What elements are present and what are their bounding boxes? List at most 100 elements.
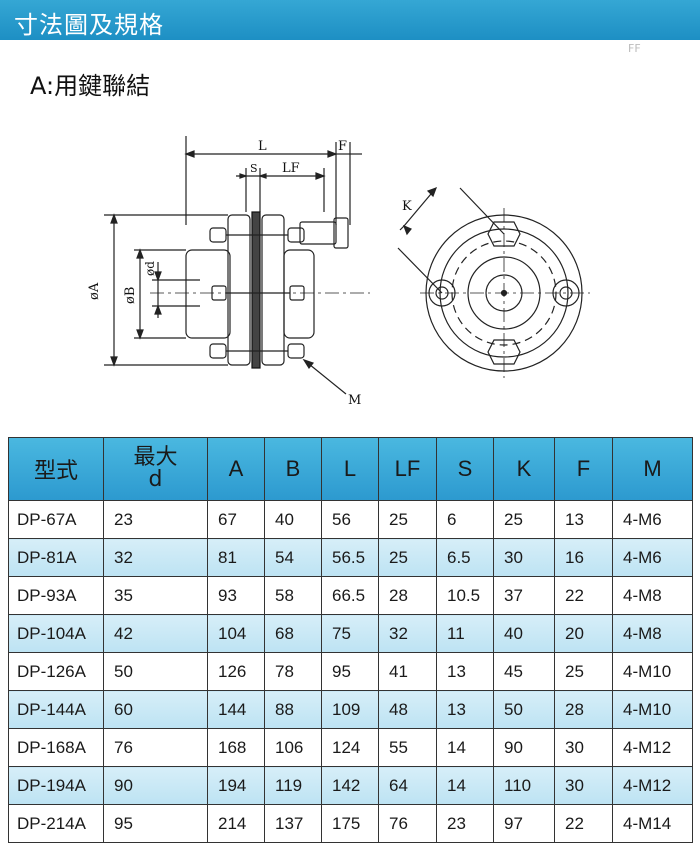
cell-B: 58	[264, 576, 322, 615]
cell-max-d: 60	[103, 690, 208, 729]
cell-B: 106	[264, 728, 322, 767]
cell-S: 6	[436, 500, 494, 539]
corner-mark: FF	[628, 42, 641, 55]
section-title: A:用鍵聯結	[30, 72, 151, 100]
cell-model: DP-144A	[8, 690, 104, 729]
col-header-M: M	[612, 437, 693, 501]
cell-A: 93	[207, 576, 265, 615]
dim-label-K: K	[402, 199, 412, 214]
cell-M: 4-M8	[612, 576, 693, 615]
cell-K: 110	[493, 766, 555, 805]
cell-max-d: 42	[103, 614, 208, 653]
dim-label-phid: ød	[143, 261, 157, 276]
cell-S: 13	[436, 652, 494, 691]
dim-label-F: F	[338, 139, 347, 154]
cell-LF: 25	[378, 538, 437, 577]
cell-L: 142	[321, 766, 379, 805]
cell-F: 25	[554, 652, 613, 691]
cell-F: 20	[554, 614, 613, 653]
page-title: 寸法圖及規格	[14, 11, 164, 39]
col-header-L: L	[321, 437, 379, 501]
col-header-F: F	[554, 437, 613, 501]
cell-M: 4-M6	[612, 500, 693, 539]
cell-K: 50	[493, 690, 555, 729]
cell-B: 137	[264, 804, 322, 843]
cell-F: 13	[554, 500, 613, 539]
dim-label-M: M	[348, 393, 361, 408]
col-header-K: K	[493, 437, 555, 501]
cell-B: 40	[264, 500, 322, 539]
cell-L: 95	[321, 652, 379, 691]
cell-S: 10.5	[436, 576, 494, 615]
dim-label-phiA: øA	[87, 282, 102, 300]
cell-A: 81	[207, 538, 265, 577]
cell-LF: 32	[378, 614, 437, 653]
cell-LF: 64	[378, 766, 437, 805]
cell-A: 126	[207, 652, 265, 691]
cell-K: 97	[493, 804, 555, 843]
dim-label-L: L	[258, 139, 267, 154]
cell-LF: 76	[378, 804, 437, 843]
cell-K: 45	[493, 652, 555, 691]
cell-max-d: 32	[103, 538, 208, 577]
dim-label-LF: LF	[282, 161, 300, 176]
cell-A: 194	[207, 766, 265, 805]
cell-M: 4-M12	[612, 766, 693, 805]
cell-LF: 25	[378, 500, 437, 539]
coupling-dimension-drawing: L F S LF øA øB ød M K	[87, 136, 590, 408]
cell-S: 14	[436, 766, 494, 805]
col-header-B: B	[264, 437, 322, 501]
cell-S: 14	[436, 728, 494, 767]
cell-model: DP-194A	[8, 766, 104, 805]
cell-K: 25	[493, 500, 555, 539]
cell-max-d: 76	[103, 728, 208, 767]
cell-max-d: 50	[103, 652, 208, 691]
cell-K: 90	[493, 728, 555, 767]
cell-F: 22	[554, 576, 613, 615]
col-header-model: 型式	[8, 437, 104, 501]
cell-L: 75	[321, 614, 379, 653]
cell-K: 40	[493, 614, 555, 653]
cell-F: 30	[554, 728, 613, 767]
cell-max-d: 23	[103, 500, 208, 539]
cell-max-d: 35	[103, 576, 208, 615]
cell-M: 4-M8	[612, 614, 693, 653]
col-header-S: S	[436, 437, 494, 501]
cell-model: DP-93A	[8, 576, 104, 615]
cell-S: 23	[436, 804, 494, 843]
cell-LF: 48	[378, 690, 437, 729]
cell-A: 144	[207, 690, 265, 729]
cell-L: 66.5	[321, 576, 379, 615]
cell-L: 175	[321, 804, 379, 843]
cell-L: 124	[321, 728, 379, 767]
cell-max-d: 95	[103, 804, 208, 843]
cell-M: 4-M10	[612, 690, 693, 729]
cell-S: 6.5	[436, 538, 494, 577]
col-header-max-label: 最大	[133, 445, 178, 470]
cell-F: 22	[554, 804, 613, 843]
cell-A: 104	[207, 614, 265, 653]
cell-F: 30	[554, 766, 613, 805]
cell-M: 4-M12	[612, 728, 693, 767]
cell-M: 4-M6	[612, 538, 693, 577]
cell-model: DP-126A	[8, 652, 104, 691]
cell-F: 28	[554, 690, 613, 729]
cell-LF: 28	[378, 576, 437, 615]
cell-model: DP-214A	[8, 804, 104, 843]
cell-L: 56	[321, 500, 379, 539]
table-header-row: 型式 最大 d A B L LF S K F M	[8, 437, 693, 501]
cell-A: 214	[207, 804, 265, 843]
cell-B: 78	[264, 652, 322, 691]
cell-L: 56.5	[321, 538, 379, 577]
cell-max-d: 90	[103, 766, 208, 805]
dim-label-phiB: øB	[123, 287, 138, 304]
dim-label-S: S	[250, 162, 258, 175]
